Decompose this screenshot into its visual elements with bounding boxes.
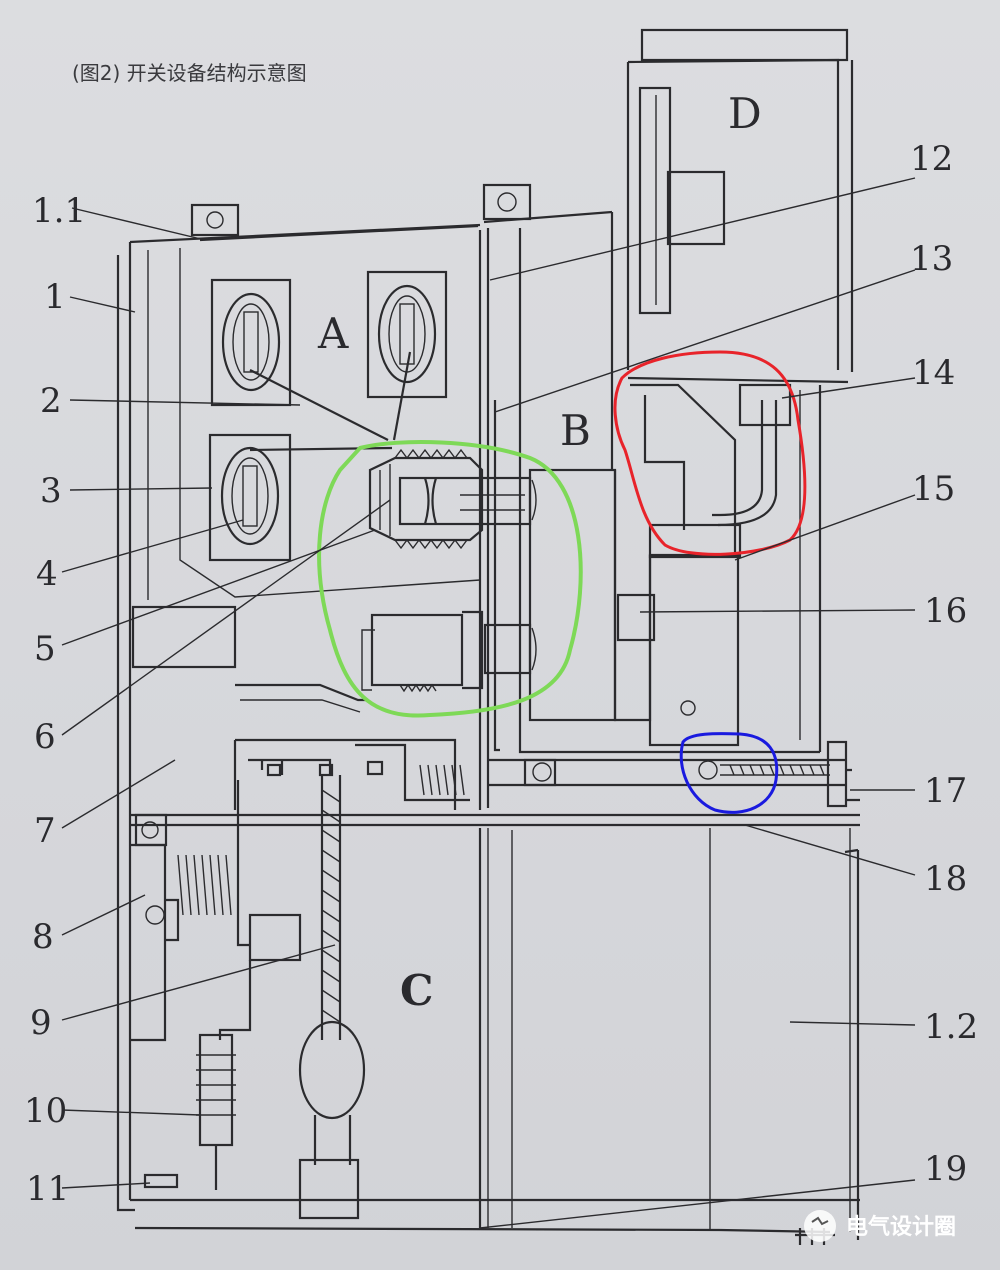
green-highlight xyxy=(317,440,583,718)
label-4: 4 xyxy=(36,554,58,594)
label-1-2: 1.2 xyxy=(924,1007,978,1047)
cabinet-outline xyxy=(116,183,860,1240)
diagram-title: (图2) 开关设备结构示意图 xyxy=(72,61,307,85)
lifting-bracket-left xyxy=(190,203,240,237)
label-10: 10 xyxy=(24,1091,67,1131)
label-17: 17 xyxy=(924,771,967,811)
label-14: 14 xyxy=(912,353,955,393)
watermark: 电气设计圈 xyxy=(804,1210,956,1242)
label-7: 7 xyxy=(34,811,56,851)
label-18: 18 xyxy=(924,859,967,899)
lifting-bracket-right xyxy=(482,183,532,221)
label-6: 6 xyxy=(34,717,56,757)
label-15: 15 xyxy=(912,469,955,509)
label-1: 1 xyxy=(44,277,66,317)
label-11: 11 xyxy=(26,1169,69,1209)
label-1-1: 1.1 xyxy=(32,191,86,231)
watermark-text: 电气设计圈 xyxy=(846,1214,956,1240)
label-19: 19 xyxy=(924,1149,967,1189)
label-5: 5 xyxy=(34,629,56,669)
label-2: 2 xyxy=(40,381,62,421)
label-8: 8 xyxy=(32,917,54,957)
red-highlight xyxy=(613,350,807,556)
zone-label-c: C xyxy=(400,966,433,1015)
compartment-a xyxy=(131,270,537,713)
label-9: 9 xyxy=(30,1003,52,1043)
zone-label-d: D xyxy=(728,89,762,138)
label-12: 12 xyxy=(910,139,953,179)
compartment-b xyxy=(488,212,860,808)
compartment-d xyxy=(626,28,854,384)
label-16: 16 xyxy=(924,591,967,631)
zone-label-a: A xyxy=(317,309,349,358)
compartment-c xyxy=(130,738,835,1245)
leader-lines xyxy=(61,177,916,1229)
blue-highlight xyxy=(679,732,779,814)
label-3: 3 xyxy=(40,471,62,511)
watermark-logo-icon xyxy=(804,1210,836,1242)
zone-label-b: B xyxy=(560,406,591,455)
label-13: 13 xyxy=(910,239,953,279)
